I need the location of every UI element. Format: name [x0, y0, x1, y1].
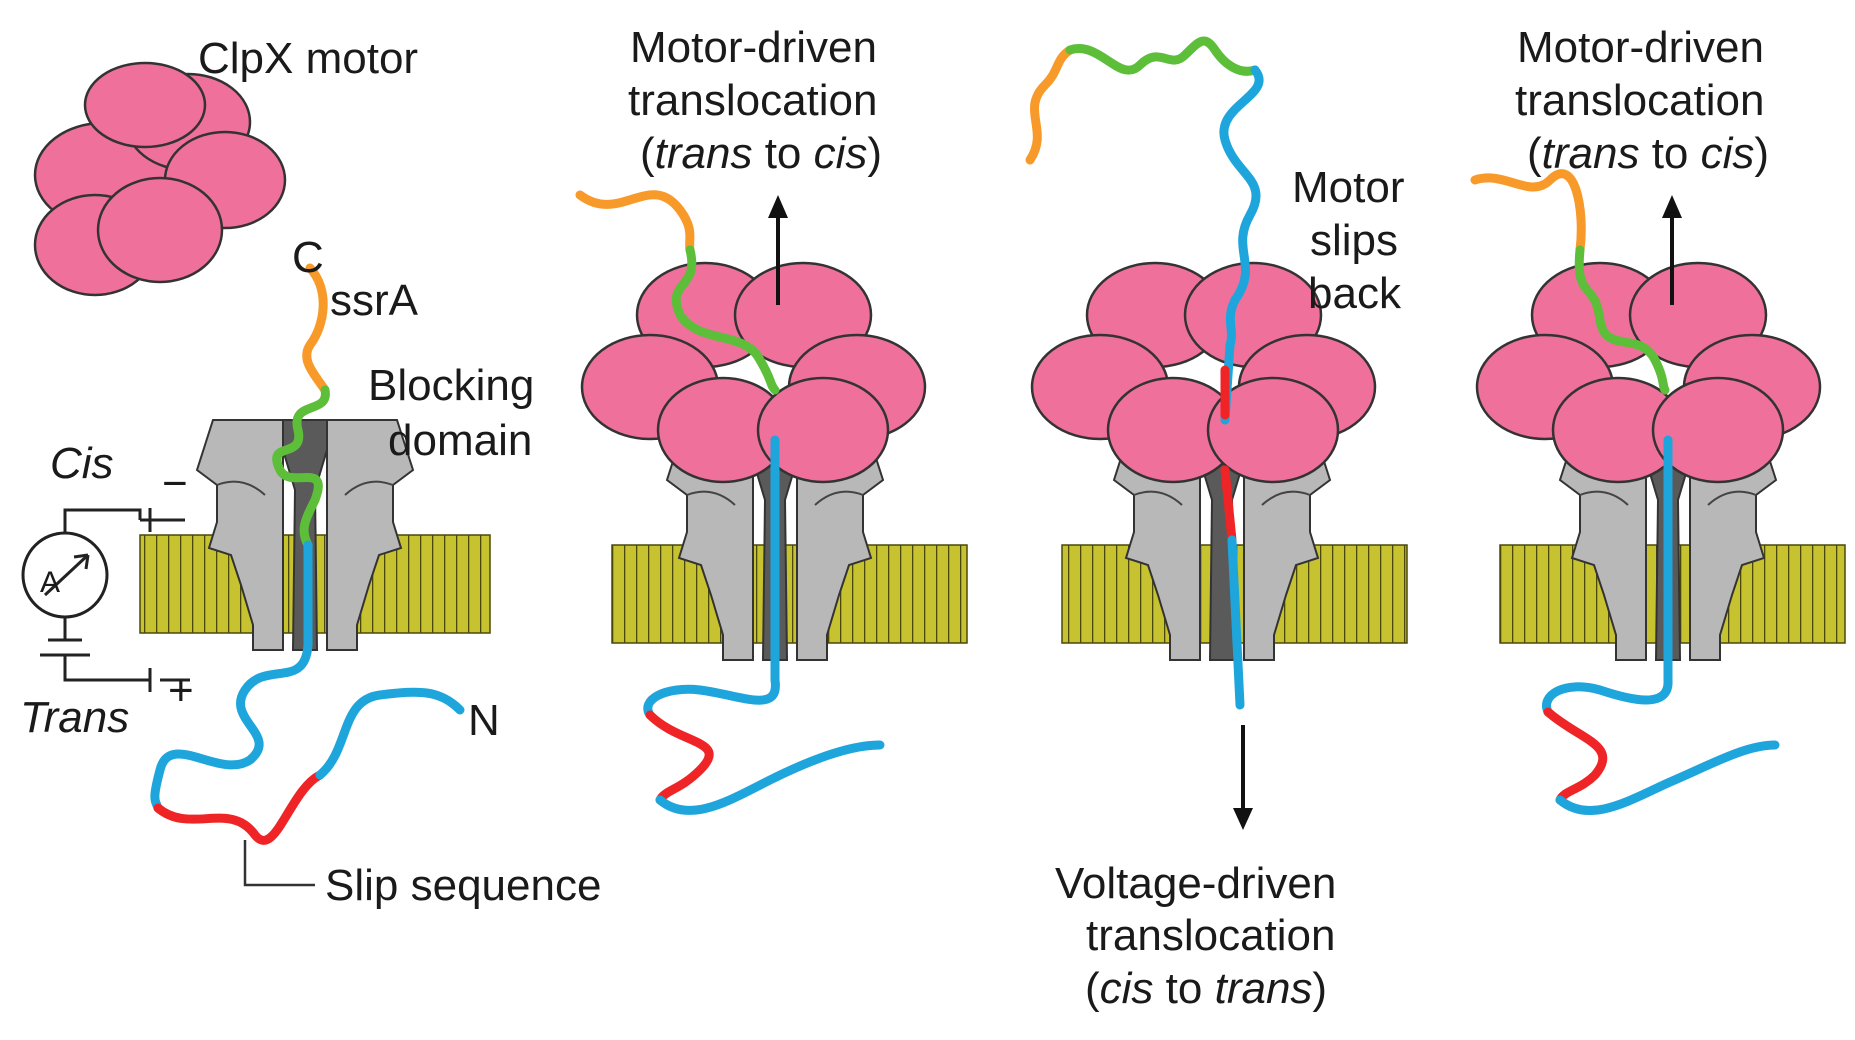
slip-sequence-pointer — [243, 840, 315, 887]
blocking-label-1: Blocking — [368, 361, 534, 410]
cis-label: Cis — [50, 439, 114, 488]
clpx-motor-label: ClpX motor — [198, 34, 418, 83]
blocking-label-2: domain — [388, 416, 532, 465]
trans-label: Trans — [20, 693, 129, 742]
trans-to-cis-label-4: (trans to cis) — [1527, 129, 1769, 178]
circuit — [21, 508, 190, 692]
peptide-1 — [150, 263, 465, 845]
slips-label-2: slips — [1310, 216, 1398, 265]
clpx-motor-4 — [1475, 261, 1822, 484]
motor-driven-label-2a: Motor-driven — [630, 23, 877, 72]
n-terminus-label: N — [468, 696, 500, 745]
ssra-label: ssrA — [330, 276, 419, 325]
voltage-label-1: Voltage-driven — [1055, 859, 1336, 908]
membrane-2 — [611, 544, 968, 644]
minus-label: − — [162, 459, 188, 508]
trans-to-cis-label-2: (trans to cis) — [640, 129, 882, 178]
c-terminus-label: C — [292, 233, 324, 282]
arrow-down-3 — [1233, 725, 1253, 830]
panel-4: Motor-driven translocation (trans to cis… — [1470, 23, 1846, 815]
peptide-3 — [1025, 36, 1264, 710]
slips-label-1: Motor — [1292, 163, 1404, 212]
panel-1: ClpX motor C ssrA Blocking domain Cis − … — [20, 34, 601, 910]
motor-driven-label-2b: translocation — [628, 76, 877, 125]
slips-label-3: back — [1308, 269, 1402, 318]
arrow-up-2 — [768, 195, 788, 305]
panel-2: Motor-driven translocation (trans to cis… — [575, 23, 968, 815]
cis-to-trans-label: (cis to trans) — [1085, 964, 1327, 1013]
motor-driven-label-4b: translocation — [1515, 76, 1764, 125]
peptide-2 — [575, 190, 885, 815]
slip-sequence-label: Slip sequence — [325, 861, 601, 910]
clpx-motor-2 — [580, 261, 927, 484]
clpx-motor-free — [33, 61, 287, 297]
voltage-label-2: translocation — [1086, 911, 1335, 960]
motor-driven-label-4a: Motor-driven — [1517, 23, 1764, 72]
peptide-4 — [1470, 169, 1780, 815]
panel-3: Motor slips back Voltage-driven transloc… — [1025, 36, 1408, 1013]
plus-label: + — [168, 666, 194, 715]
arrow-up-4 — [1662, 195, 1682, 305]
ammeter-label: A — [40, 566, 60, 599]
